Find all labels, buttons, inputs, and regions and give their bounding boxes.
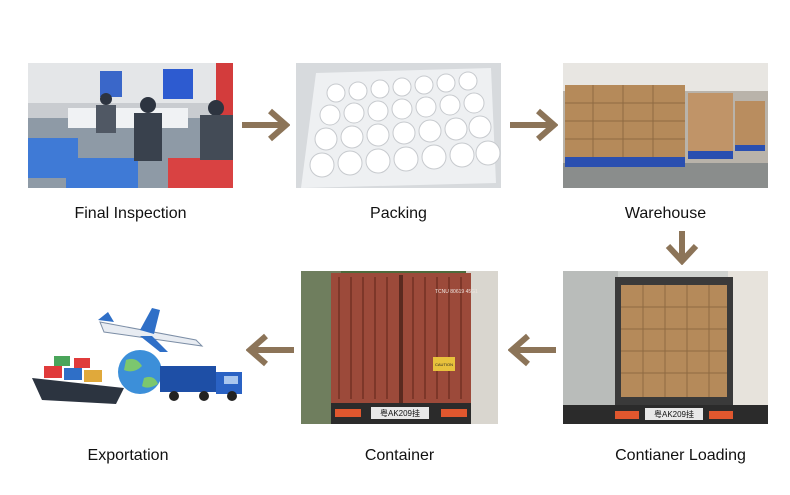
step-label-container-loading: Contianer Loading bbox=[615, 447, 746, 464]
warehouse-pallets-icon bbox=[563, 63, 768, 188]
container-photo: CAUTION TCNU 80619 45G1 粤AK209挂 bbox=[301, 271, 498, 424]
packing-photo bbox=[296, 63, 501, 188]
container-loading-photo: 粤AK209挂 bbox=[563, 271, 768, 424]
arrow-right-icon bbox=[240, 107, 290, 143]
arrow-right-icon bbox=[508, 107, 558, 143]
factory-inspection-icon bbox=[28, 63, 233, 188]
step-label-exportation: Exportation bbox=[87, 447, 169, 464]
shipping-container-icon: CAUTION TCNU 80619 45G1 粤AK209挂 bbox=[301, 271, 498, 424]
step-label-packing: Packing bbox=[370, 205, 427, 222]
container-plate: 粤AK209挂 bbox=[380, 408, 420, 418]
arrow-down-icon bbox=[664, 229, 700, 265]
bottle-caps-icon bbox=[296, 63, 501, 188]
step-label-container: Container bbox=[364, 447, 435, 464]
loading-plate: 粤AK209挂 bbox=[654, 409, 694, 419]
step-label-final-inspection: Final Inspection bbox=[74, 205, 187, 222]
exportation-illustration bbox=[28, 300, 248, 415]
arrow-left-icon bbox=[246, 332, 296, 368]
caution-label: CAUTION bbox=[435, 362, 453, 367]
container-code: TCNU 80619 45G1 bbox=[435, 289, 478, 295]
final-inspection-photo bbox=[28, 63, 233, 188]
warehouse-photo bbox=[563, 63, 768, 188]
container-loading-icon: 粤AK209挂 bbox=[563, 271, 768, 424]
step-label-warehouse: Warehouse bbox=[624, 205, 707, 222]
transport-icon bbox=[28, 300, 248, 415]
arrow-left-icon bbox=[508, 332, 558, 368]
